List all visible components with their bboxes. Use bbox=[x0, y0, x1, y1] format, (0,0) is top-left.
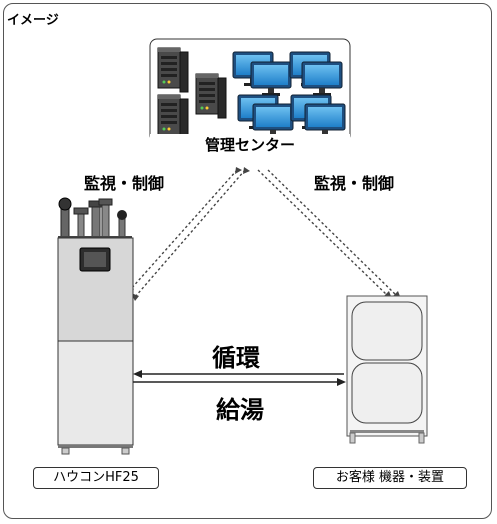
communication-lines bbox=[129, 169, 398, 298]
flow-arrows bbox=[133, 370, 346, 386]
unit-caption: ハウコンHF25 bbox=[33, 467, 159, 489]
equipment-caption: お客様 機器・装置 bbox=[313, 467, 467, 489]
circulation-label: 循環 bbox=[212, 344, 260, 372]
unit-base bbox=[58, 445, 133, 455]
customer-equipment-tank bbox=[346, 295, 428, 444]
management-center-panel bbox=[149, 38, 351, 143]
outer-frame bbox=[3, 3, 492, 519]
pipe-valves-icon bbox=[58, 197, 132, 239]
monitor-control-label-left: 監視・制御 bbox=[84, 174, 165, 193]
monitor-control-label-right: 監視・制御 bbox=[314, 174, 395, 193]
heat-pump-unit bbox=[57, 197, 134, 455]
image-label: イメージ bbox=[7, 13, 59, 28]
hot-water-supply-label: 給湯 bbox=[216, 396, 264, 424]
management-center-label: 管理センター bbox=[150, 134, 350, 155]
